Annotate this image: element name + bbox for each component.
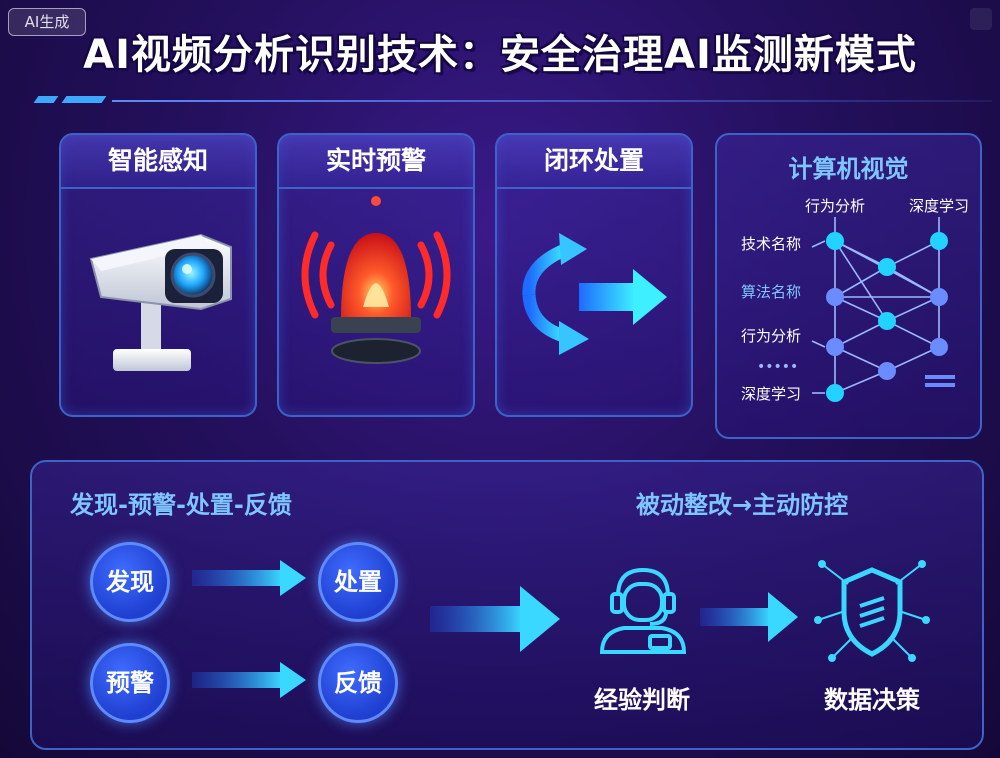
card-closed-loop-handling: 闭环处置: [495, 133, 693, 417]
card-smart-perception: 智能感知: [59, 133, 257, 417]
outcome-data-decision: 数据决策: [824, 686, 920, 714]
cv-ellipsis: •••••: [757, 359, 798, 375]
cv-left-label: 行为分析: [741, 327, 801, 345]
neural-network-icon: 行为分析 深度学习 技术名称 算法名称 行为分析 ••••• 深度学习: [741, 197, 969, 403]
cv-left-label: 深度学习: [741, 385, 801, 403]
loop-section-title: 发现-预警-处置-反馈: [70, 491, 292, 519]
cycle-arrows-icon: [522, 233, 667, 355]
step-discover: 发现: [90, 542, 170, 622]
computer-vision-panel: 计算机视觉: [715, 133, 982, 439]
cv-panel-title: 计算机视觉: [788, 155, 909, 183]
alarm-siren-icon: [301, 196, 451, 364]
shield-network-icon: [814, 560, 930, 662]
arrow-to-experience: [430, 586, 560, 652]
security-camera-icon: [89, 233, 232, 371]
step-alert: 预警: [90, 643, 170, 723]
card-real-time-alert: 实时预警: [277, 133, 475, 417]
arrow-experience-to-data: [700, 592, 798, 642]
shift-section-title: 被动整改→主动防控: [636, 491, 849, 519]
arrow-discover-to-handle: [192, 560, 306, 596]
ai-generated-badge: AI生成: [8, 8, 86, 36]
cv-top-label: 深度学习: [909, 197, 969, 215]
bottom-process-panel: [30, 460, 984, 750]
corner-square-decoration: [970, 8, 992, 30]
cv-left-label: 算法名称: [741, 283, 801, 301]
card-title: 智能感知: [61, 135, 255, 189]
title-underline: [112, 100, 992, 102]
operator-headset-icon: [599, 567, 687, 654]
outcome-experience-judgment: 经验判断: [594, 686, 690, 714]
cv-left-label: 技术名称: [741, 235, 801, 253]
step-feedback: 反馈: [318, 643, 398, 723]
arrow-alert-to-feedback: [192, 662, 306, 698]
step-handle: 处置: [318, 542, 398, 622]
card-title: 实时预警: [279, 135, 473, 189]
card-title: 闭环处置: [497, 135, 691, 189]
page-title: AI视频分析识别技术：安全治理AI监测新模式: [83, 32, 917, 78]
cv-top-label: 行为分析: [805, 197, 865, 215]
